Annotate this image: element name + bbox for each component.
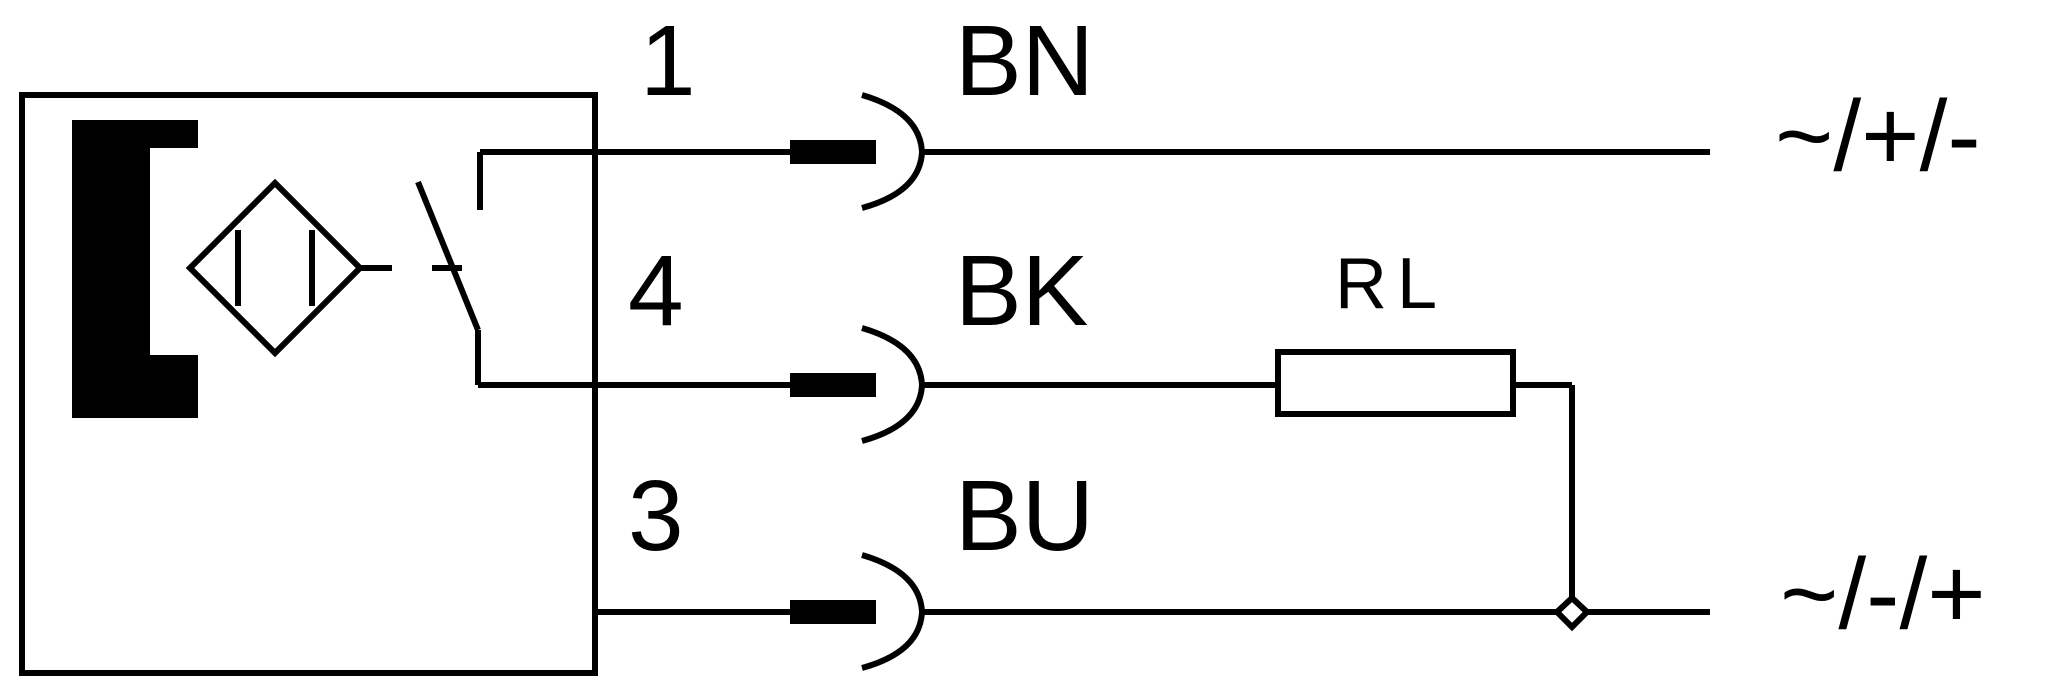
- wire-color-bn: BN: [955, 5, 1094, 117]
- pin-3-number: 3: [628, 460, 684, 572]
- wire-bk: [595, 325, 1278, 444]
- junction-node: [1552, 593, 1592, 632]
- load-resistor-label: RL: [1335, 244, 1447, 324]
- supply-top-label: ~/+/-: [1775, 80, 1981, 192]
- switch-contact-icon: [415, 149, 595, 388]
- wire-bn: [595, 92, 1710, 211]
- wire-color-bk: BK: [955, 235, 1088, 347]
- inductive-sensor-icon: [185, 178, 392, 358]
- pin-1-number: 1: [640, 5, 696, 117]
- wire-color-bu: BU: [955, 460, 1094, 572]
- pin-4-number: 4: [628, 235, 684, 347]
- sensing-face-icon: [72, 120, 198, 418]
- load-resistor: [1275, 349, 1575, 598]
- supply-bottom-label: ~/-/+: [1780, 538, 1986, 650]
- wire-bu: [595, 552, 1710, 671]
